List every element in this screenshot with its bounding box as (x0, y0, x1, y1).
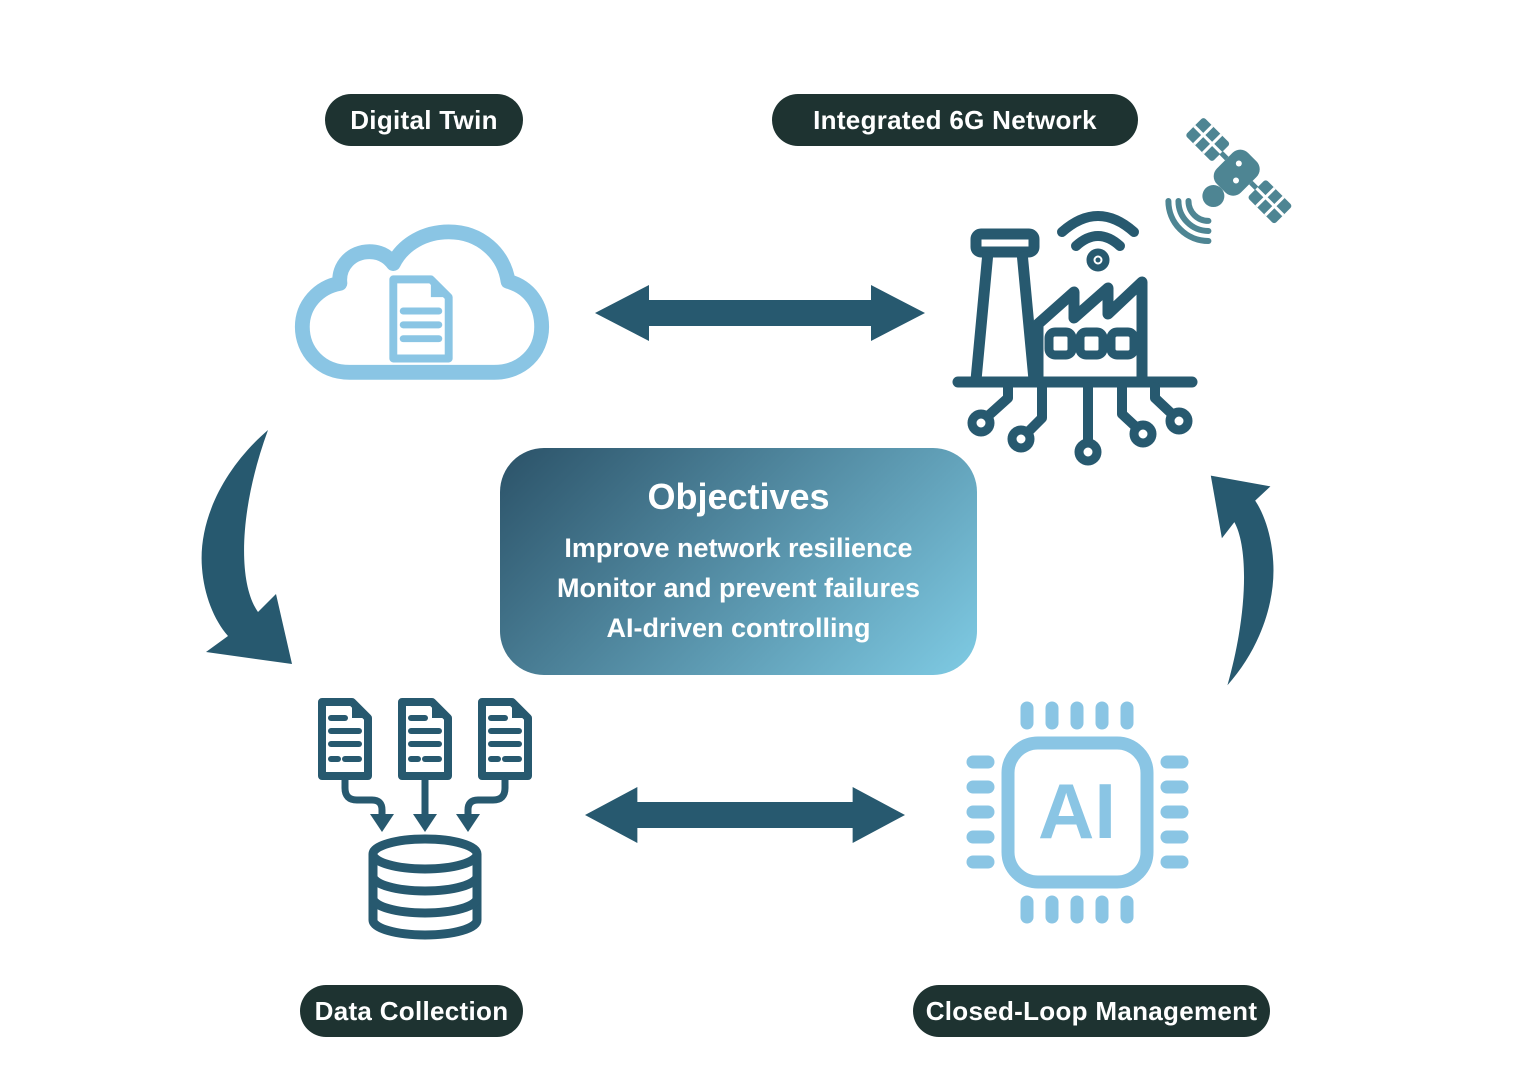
objectives-card: Objectives Improve network resilience Mo… (500, 448, 977, 675)
ai-chip-text: AI (1038, 767, 1116, 855)
closed-loop-management-label-text: Closed-Loop Management (925, 995, 1258, 1026)
cloud-document-icon (282, 222, 560, 402)
double-arrow-bottom-icon (585, 784, 905, 846)
objective-item: AI-driven controlling (606, 612, 871, 643)
digital-twin-label: Digital Twin (325, 94, 523, 146)
integrated-6g-network-label-text: Integrated 6G Network (813, 104, 1097, 135)
integrated-6g-network-label: Integrated 6G Network (772, 94, 1138, 146)
digital-twin-label-text: Digital Twin (350, 104, 498, 135)
curved-arrow-up-icon (1190, 472, 1294, 687)
closed-loop-management-label: Closed-Loop Management (913, 985, 1270, 1037)
data-collection-icon (300, 688, 550, 948)
satellite-icon (1165, 102, 1306, 245)
data-collection-label-text: Data Collection (314, 995, 509, 1026)
objectives-title: Objectives (647, 475, 830, 517)
objective-item: Improve network resilience (564, 532, 913, 563)
objective-item: Monitor and prevent failures (556, 572, 921, 603)
double-arrow-top-icon (595, 282, 925, 344)
curved-arrow-down-icon (172, 428, 322, 668)
smart-factory-icon (950, 196, 1200, 466)
data-collection-label: Data Collection (300, 985, 523, 1037)
ai-chip-icon: AI (955, 690, 1200, 935)
